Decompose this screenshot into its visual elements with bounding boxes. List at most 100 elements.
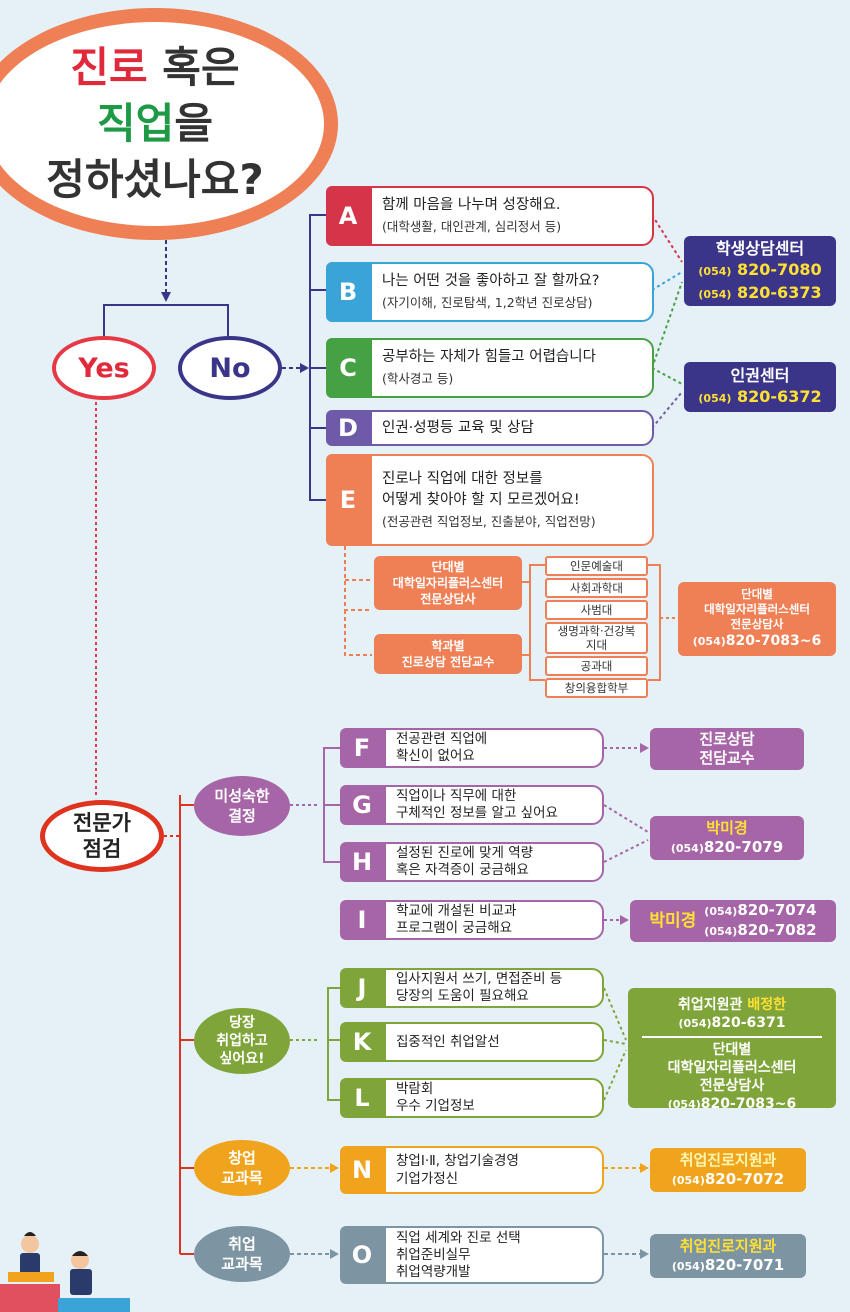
row-sub-c: (학사경고 등) <box>382 371 454 386</box>
people-illustration <box>0 1232 130 1312</box>
student-center-phone1: 820-7080 <box>737 259 822 279</box>
row-sub-a: (대학생활, 대인관계, 심리정서 등) <box>382 219 562 234</box>
title-word-or: 혹은 <box>147 43 240 92</box>
item-text2: 취업준비실무 <box>396 1246 471 1263</box>
item-box-l[interactable]: 박람회 우수 기업정보 <box>384 1078 604 1118</box>
expert-line1: 전문가 <box>73 811 131 835</box>
item-text2: 우수 기업정보 <box>396 1098 475 1114</box>
item-letter-o: O <box>340 1226 384 1284</box>
result-gh-phone: 820-7079 <box>703 837 784 856</box>
row-box-b[interactable]: 나는 어떤 것을 좋아하고 잘 할까요? (자기이해, 진로탐색, 1,2학년 … <box>370 262 654 322</box>
result-n-name: 취업진로지원과 <box>679 1150 777 1169</box>
result-jkl-area1: (054) <box>678 1017 712 1030</box>
row-text2-e: 어떻게 찾아야 할 지 모르겠어요! <box>382 491 580 508</box>
human-rights-name: 인권센터 <box>730 366 790 385</box>
student-center-area2: (054) <box>698 287 732 301</box>
category-line: 미성숙한 <box>214 787 270 805</box>
yes-option[interactable]: Yes <box>52 336 156 400</box>
result-e-phone: 820-7083~6 <box>725 633 822 649</box>
category-line: 창업 <box>228 1149 256 1167</box>
item-box-i[interactable]: 학교에 개설된 비교과 프로그램이 궁금해요 <box>384 900 604 940</box>
item-box-g[interactable]: 직업이나 직무에 대한 구체적인 정보를 알고 싶어요 <box>384 785 604 825</box>
item-text2: 혹은 자격증이 궁금해요 <box>396 862 529 878</box>
row-letter-a: A <box>326 186 370 246</box>
college-job-center-result[interactable]: 단대별 대학일자리플러스센터 전문상담사 (054)820-7083~6 <box>678 582 836 656</box>
category-line: 당장 <box>229 1015 255 1031</box>
result-n-area: (054) <box>671 1173 705 1187</box>
expert-check-circle[interactable]: 전문가 점검 <box>40 800 164 872</box>
item-box-o[interactable]: 직업 세계와 진로 선택 취업준비실무 취업역량개발 <box>384 1226 604 1284</box>
human-rights-area: (054) <box>698 392 732 405</box>
college-counselor-line1: 단대별 <box>431 560 465 574</box>
result-career-support-office-o[interactable]: 취업진로지원과 (054)820-7071 <box>650 1234 806 1278</box>
item-text2: 당장의 도움이 필요해요 <box>396 988 529 1004</box>
result-o-phone: 820-7071 <box>704 1255 785 1274</box>
row-box-c[interactable]: 공부하는 자체가 힘들고 어렵습니다 (학사경고 등) <box>370 338 654 398</box>
student-center-phone2: 820-6373 <box>737 282 822 302</box>
item-text: 직업 세계와 진로 선택 <box>396 1229 521 1246</box>
result-park-mikyung-gh[interactable]: 박미경 (054)820-7079 <box>650 816 804 860</box>
category-immature-decision[interactable]: 미성숙한 결정 <box>194 776 290 836</box>
result-jkl-area2: (054) <box>667 1098 701 1111</box>
item-text2: 확신이 없어요 <box>396 748 475 764</box>
row-text-d: 인권·성평등 교육 및 상담 <box>382 419 534 436</box>
result-job-support[interactable]: 취업지원관 배정한 (054)820-6371 단대별 대학일자리플러스센터 전… <box>628 988 836 1112</box>
row-text-c: 공부하는 자체가 힘들고 어렵습니다 <box>382 349 596 365</box>
item-text: 입사지원서 쓰기, 면접준비 등 <box>396 971 563 987</box>
item-text3: 취업역량개발 <box>396 1263 471 1280</box>
result-park-mikyung-i[interactable]: 박미경 (054)820-7074 (054)820-7082 <box>630 900 836 942</box>
result-jkl-line1: 취업지원관 <box>678 997 748 1013</box>
item-text2: 구체적인 정보를 알고 싶어요 <box>396 805 558 821</box>
item-box-f[interactable]: 전공관련 직업에 확신이 없어요 <box>384 728 604 768</box>
dept-professor-box[interactable]: 학과별 진로상담 전담교수 <box>374 634 522 674</box>
item-box-j[interactable]: 입사지원서 쓰기, 면접준비 등 당장의 도움이 필요해요 <box>384 968 604 1008</box>
result-o-area: (054) <box>671 1259 705 1273</box>
category-line: 싶어요! <box>219 1051 265 1067</box>
human-rights-phone: 820-6372 <box>737 387 822 406</box>
row-text-e: 진로나 직업에 대한 정보를 <box>382 470 543 487</box>
expert-line2: 점검 <box>82 837 122 861</box>
result-n-phone: 820-7072 <box>704 1169 785 1188</box>
result-e-line3: 전문상담사 <box>730 617 784 631</box>
result-career-support-office-n[interactable]: 취업진로지원과 (054)820-7072 <box>650 1148 806 1192</box>
result-o-name: 취업진로지원과 <box>679 1236 777 1255</box>
item-letter-n: N <box>340 1146 384 1194</box>
human-rights-center[interactable]: 인권센터 (054) 820-6372 <box>684 362 836 412</box>
row-sub-e: (전공관련 직업정보, 진출분야, 직업전망) <box>382 513 596 529</box>
dept-professor-line1: 학과별 <box>431 639 465 653</box>
item-box-h[interactable]: 설정된 진로에 맞게 역량 혹은 자격증이 궁금해요 <box>384 842 604 882</box>
college-counselor-box[interactable]: 단대별 대학일자리플러스센터 전문상담사 <box>374 556 522 610</box>
result-jkl-line3: 대학일자리플러스센터 <box>667 1060 797 1076</box>
category-job-course[interactable]: 취업 교과목 <box>194 1226 290 1282</box>
row-box-a[interactable]: 함께 마음을 나누며 성장해요. (대학생활, 대인관계, 심리정서 등) <box>370 186 654 246</box>
item-letter-i: I <box>340 900 384 940</box>
item-box-n[interactable]: 창업Ⅰ·Ⅱ, 창업기술경영 기업가정신 <box>384 1146 604 1194</box>
category-startup-course[interactable]: 창업 교과목 <box>194 1140 290 1196</box>
result-gh-area: (054) <box>670 841 704 855</box>
row-letter-d: D <box>326 410 370 446</box>
item-text: 집중적인 취업알선 <box>396 1033 500 1050</box>
result-jkl-phone1: 820-6371 <box>711 1015 786 1031</box>
category-line: 취업하고 <box>216 1033 268 1049</box>
item-box-k[interactable]: 집중적인 취업알선 <box>384 1022 604 1062</box>
college-counselor-line2: 대학일자리플러스센터 <box>392 576 504 590</box>
row-box-d[interactable]: 인권·성평등 교육 및 상담 <box>370 410 654 446</box>
college-counselor-line3: 전문상담사 <box>420 592 476 606</box>
row-letter-c: C <box>326 338 370 398</box>
item-text: 설정된 진로에 맞게 역량 <box>396 845 534 861</box>
item-text2: 프로그램이 궁금해요 <box>396 920 513 936</box>
result-jkl-line1b: 배정한 <box>747 997 786 1013</box>
row-box-e[interactable]: 진로나 직업에 대한 정보를 어떻게 찾아야 할 지 모르겠어요! (전공관련 … <box>370 454 654 546</box>
student-counseling-center[interactable]: 학생상담센터 (054) 820-7080 (054) 820-6373 <box>684 236 836 306</box>
item-letter-h: H <box>340 842 384 882</box>
result-career-professor[interactable]: 진로상담 전담교수 <box>650 728 804 770</box>
item-letter-l: L <box>340 1078 384 1118</box>
result-f-line2: 전담교수 <box>699 749 755 767</box>
category-want-job-now[interactable]: 당장 취업하고 싶어요! <box>194 1008 290 1074</box>
college-item: 인문예술대 <box>545 556 648 576</box>
title-word-career: 진로 <box>70 43 148 92</box>
result-i-phone2: 820-7082 <box>737 921 817 939</box>
item-letter-g: G <box>340 785 384 825</box>
no-option[interactable]: No <box>178 336 282 400</box>
